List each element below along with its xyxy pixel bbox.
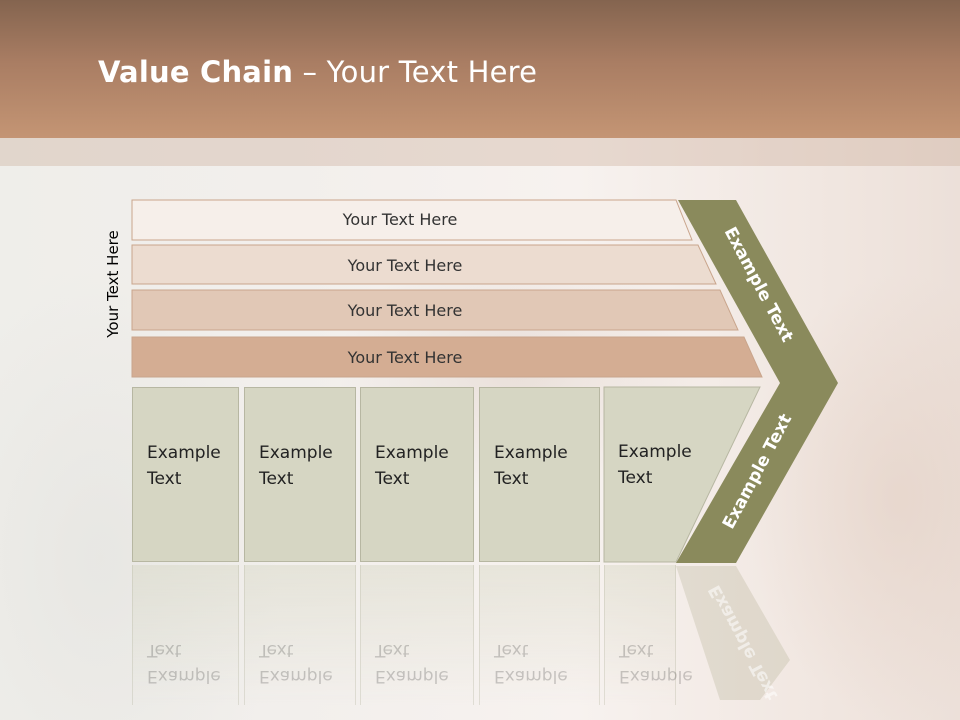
box-shape-5 xyxy=(603,386,761,563)
box-1-line1: Example xyxy=(147,443,221,463)
title-bold: Value Chain xyxy=(98,55,294,89)
title-rest: – Your Text Here xyxy=(293,55,538,89)
refl-1-line1: Example xyxy=(147,666,221,686)
box-reflection-2: Example Text xyxy=(244,565,356,705)
box-4-line2: Text xyxy=(494,469,529,489)
box-1-line2: Text xyxy=(147,469,182,489)
refl-5-line1: Example xyxy=(619,666,693,686)
refl-4-line1: Example xyxy=(494,666,568,686)
slide-title: Value Chain – Your Text Here xyxy=(98,55,537,89)
refl-2-line2: Text xyxy=(259,640,294,660)
refl-4-line2: Text xyxy=(494,640,529,660)
box-2-line1: Example xyxy=(259,443,333,463)
value-bar-3: Your Text Here xyxy=(132,291,702,329)
bar-4-label: Your Text Here xyxy=(347,347,463,367)
chevron-shape xyxy=(676,200,838,563)
refl-1-line2: Text xyxy=(147,640,182,660)
value-bar-1: Your Text Here xyxy=(132,200,692,238)
title-bar: Value Chain – Your Text Here xyxy=(0,0,960,138)
bar-shape-2 xyxy=(131,244,717,285)
bar-3-label: Your Text Here xyxy=(347,300,463,320)
box-reflection-4: Example Text xyxy=(479,565,600,705)
box-5-line1: Example xyxy=(618,442,692,462)
header-band xyxy=(0,138,960,166)
box-5-line2: Text xyxy=(618,468,653,488)
refl-2-line1: Example xyxy=(259,666,333,686)
box-reflection-5: Example Text xyxy=(604,565,693,705)
bar-2-label: Your Text Here xyxy=(347,255,463,275)
refl-3-line1: Example xyxy=(375,666,449,686)
value-bar-2: Your Text Here xyxy=(132,246,702,284)
bar-shape-3 xyxy=(131,289,739,331)
refl-5-line2: Text xyxy=(619,640,654,660)
box-reflection-1: Example Text xyxy=(132,565,239,705)
bar-1-label: Your Text Here xyxy=(342,209,458,229)
value-bar-4: Your Text Here xyxy=(132,338,702,376)
box-4-line1: Example xyxy=(494,443,568,463)
bar-shape-4 xyxy=(131,336,763,378)
bar-shape-1 xyxy=(131,199,693,241)
chevron-reflection xyxy=(676,566,790,700)
box-3-line2: Text xyxy=(375,469,410,489)
refl-3-line2: Text xyxy=(375,640,410,660)
box-2-line2: Text xyxy=(259,469,294,489)
box-3-line1: Example xyxy=(375,443,449,463)
box-reflection-3: Example Text xyxy=(360,565,474,705)
